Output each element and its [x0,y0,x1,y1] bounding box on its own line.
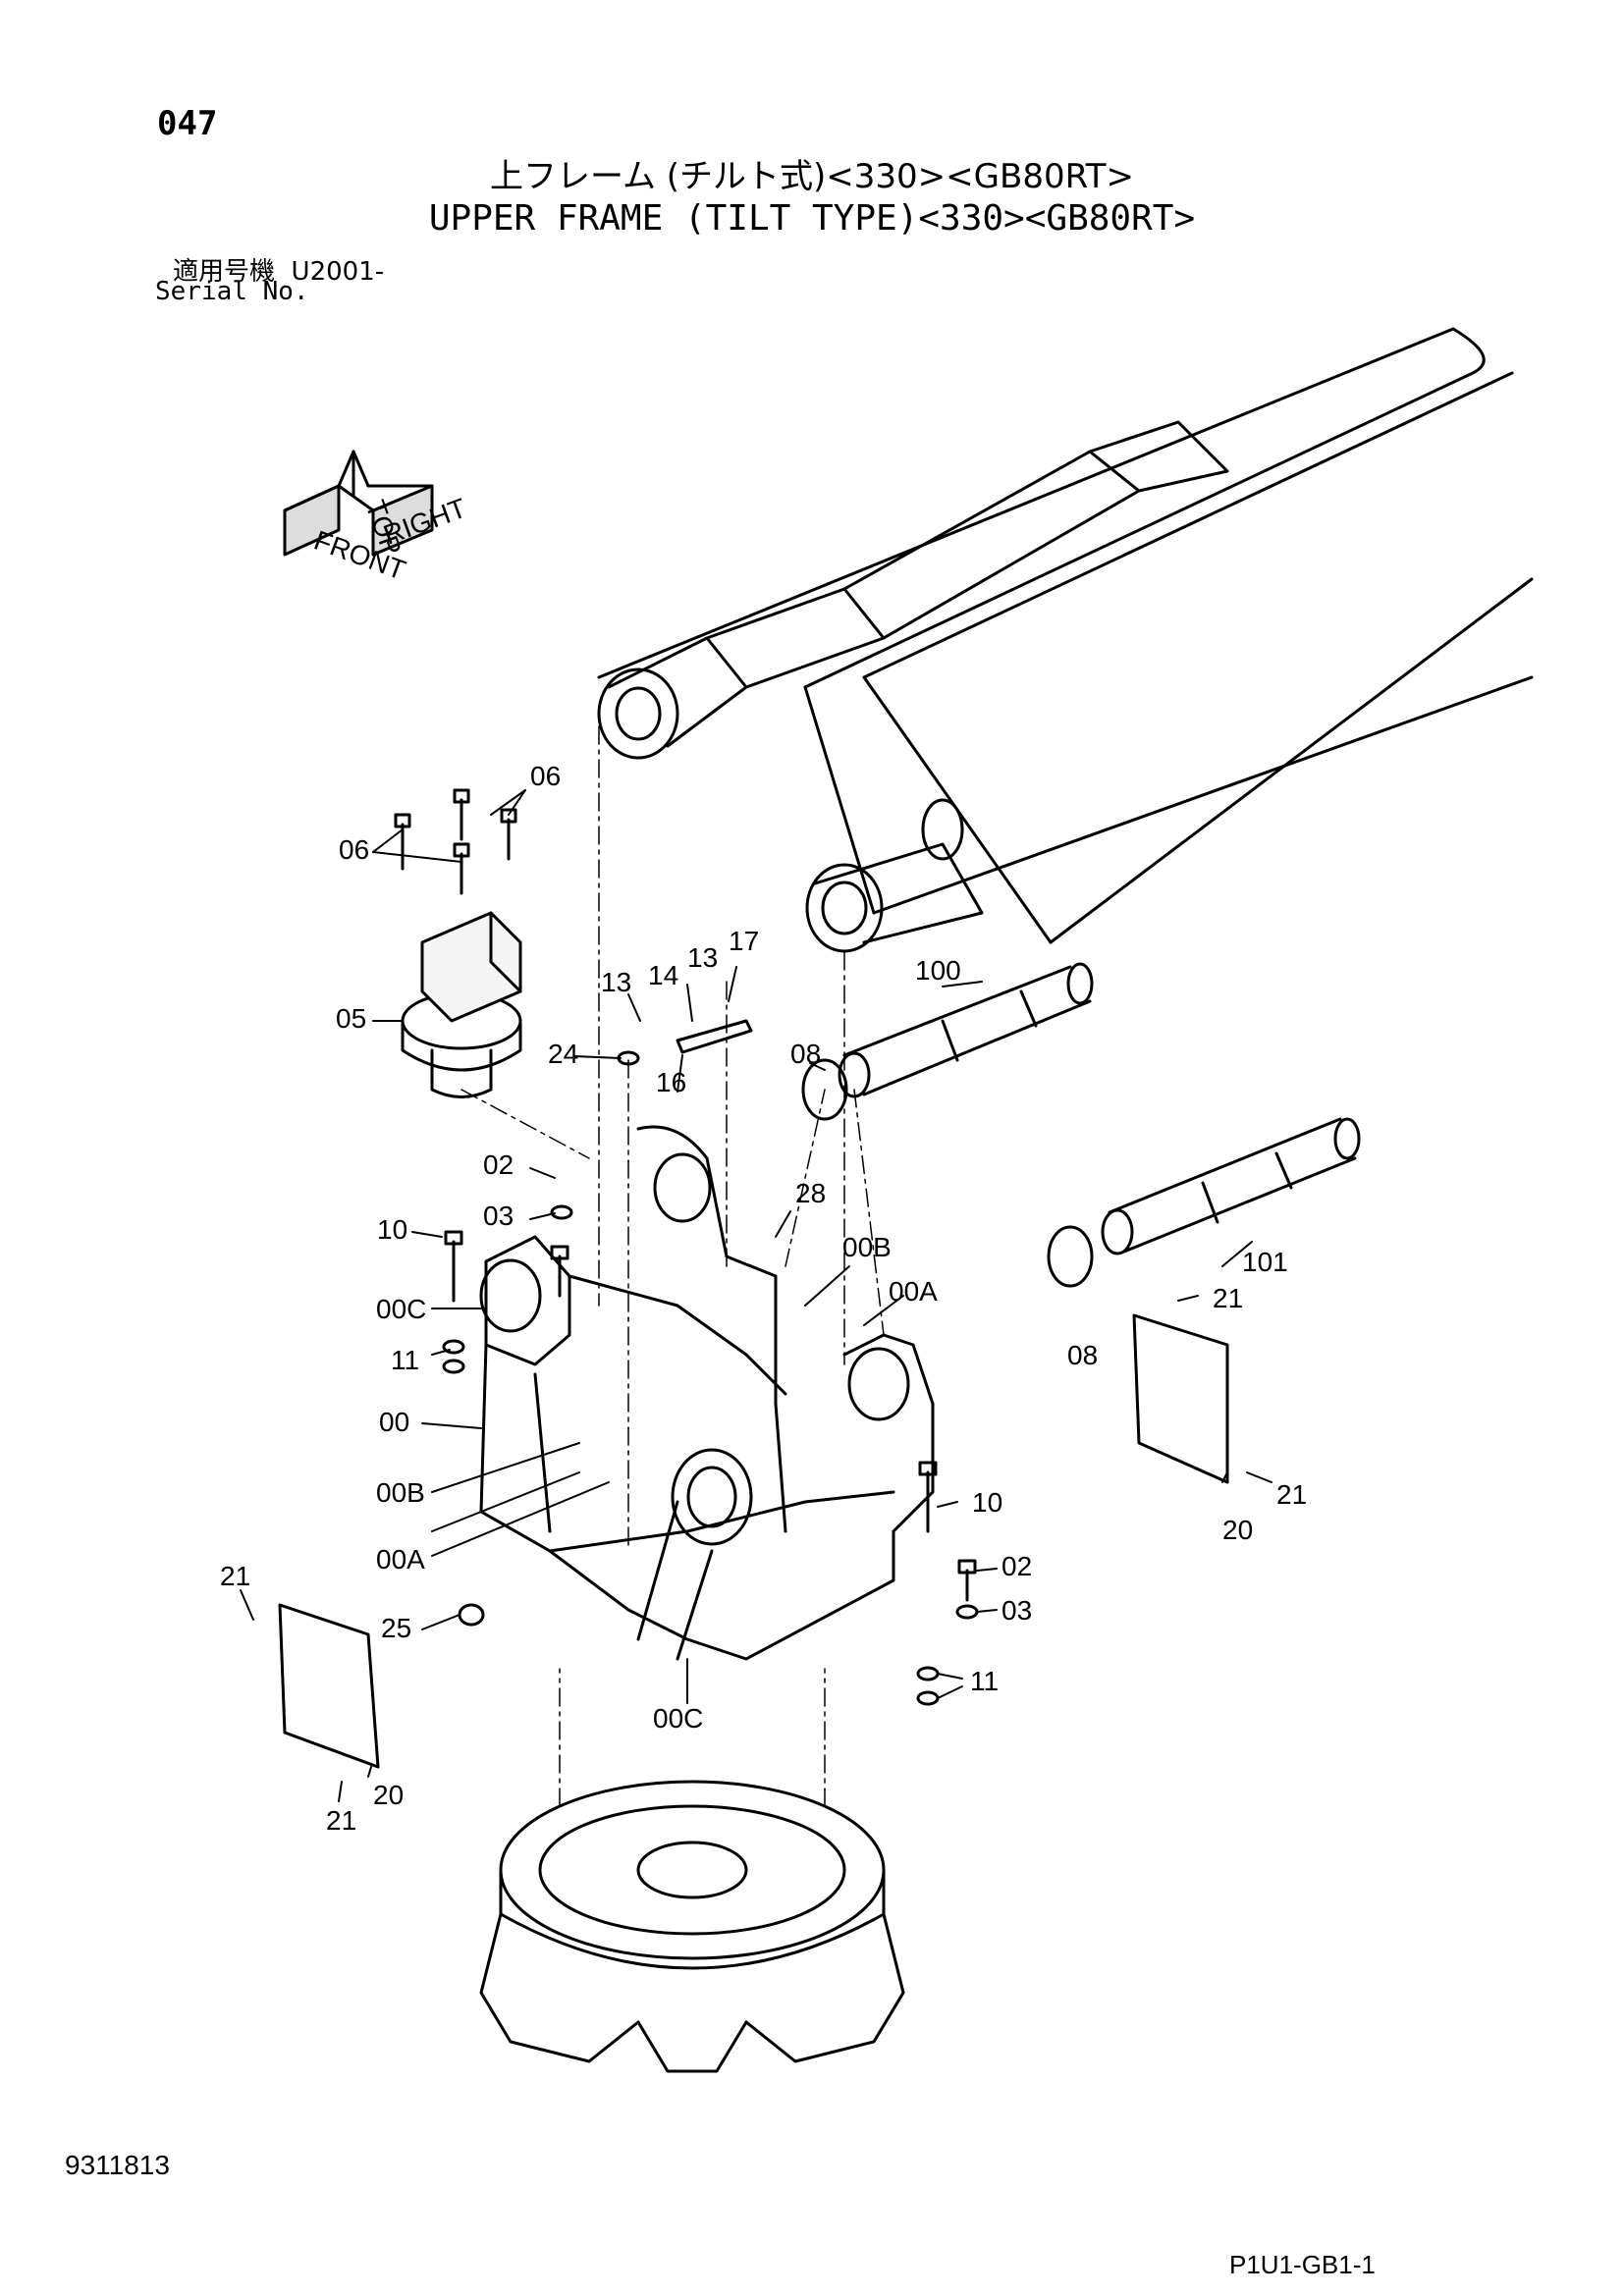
callout-11-right: 11 [970,1666,999,1696]
callout-101: 101 [1242,1247,1288,1277]
cover-plate-right [1132,1313,1229,1484]
callout-00B-upper: 00B [842,1232,892,1262]
callout-labels: 06 06 05 13 13 14 17 100 24 08 16 10 02 … [220,761,1307,1836]
serial-label-english: Serial No. [155,277,309,306]
callout-13-right: 13 [687,942,718,973]
callout-03-left: 03 [483,1201,514,1231]
callout-100: 100 [915,955,961,986]
callout-20-left: 20 [373,1780,404,1810]
boom-arm [597,327,1534,953]
callout-00: 00 [379,1407,409,1437]
callout-10-left: 10 [377,1214,407,1245]
callout-17: 17 [729,926,759,956]
leader-lines [240,789,1272,1802]
alignment-lines [460,725,885,1807]
callout-11-left: 11 [391,1345,419,1375]
callout-13-left: 13 [601,967,631,997]
callout-21-right-upper: 21 [1213,1283,1243,1313]
motor-bolts [394,788,517,895]
callout-00A-lower: 00A [376,1544,425,1575]
title-english: UPPER FRAME (TILT TYPE)<330><GB80RT> [428,198,1196,239]
callout-08-lower: 08 [1067,1340,1098,1370]
page-number: 047 [157,104,218,143]
callout-06-upper: 06 [530,761,561,791]
bushing-08-lower [1047,1225,1094,1288]
callout-00C-bottom: 00C [653,1703,703,1734]
swing-motor [401,911,522,1098]
callout-21-left-lower: 21 [326,1805,356,1836]
callout-00C-left: 00C [376,1294,426,1324]
callout-02-right: 02 [1001,1551,1032,1581]
callout-20-right: 20 [1222,1515,1253,1545]
pin-100 [838,962,1094,1098]
callout-28: 28 [795,1178,826,1208]
document-number: 9311813 [65,2150,170,2180]
callout-21-right-lower: 21 [1276,1479,1307,1510]
callout-25: 25 [381,1613,411,1643]
callout-21-left-upper: 21 [220,1561,250,1591]
callout-10-right: 10 [972,1487,1002,1518]
page-reference: P1U1-GB1-1 [1229,2250,1376,2279]
callout-14: 14 [648,960,678,990]
callout-08-upper: 08 [790,1039,821,1069]
callout-00B-lower: 00B [376,1477,425,1508]
pin-101 [1101,1117,1361,1255]
serial-value: U2001- [291,257,385,287]
cover-plate-left [278,1603,380,1769]
bushing-08-upper [801,1058,848,1121]
callout-16: 16 [656,1067,686,1097]
slewing-ring [479,1780,905,2073]
serial-label-jp-text: 適用号機 [173,257,276,287]
serial-label-japanese: 適用号機 U2001- [173,251,384,288]
callout-03-right: 03 [1001,1595,1032,1626]
callout-02-left: 02 [483,1149,514,1180]
title-japanese: 上フレーム (チルト式)<330><GB80RT> [489,157,1135,196]
callout-24: 24 [548,1039,578,1069]
callout-00A-upper: 00A [889,1276,938,1307]
orientation-cube-icon [283,450,434,557]
callout-05: 05 [336,1003,366,1034]
upper-frame-bracket [479,1125,935,1661]
callout-06-left: 06 [339,834,369,865]
